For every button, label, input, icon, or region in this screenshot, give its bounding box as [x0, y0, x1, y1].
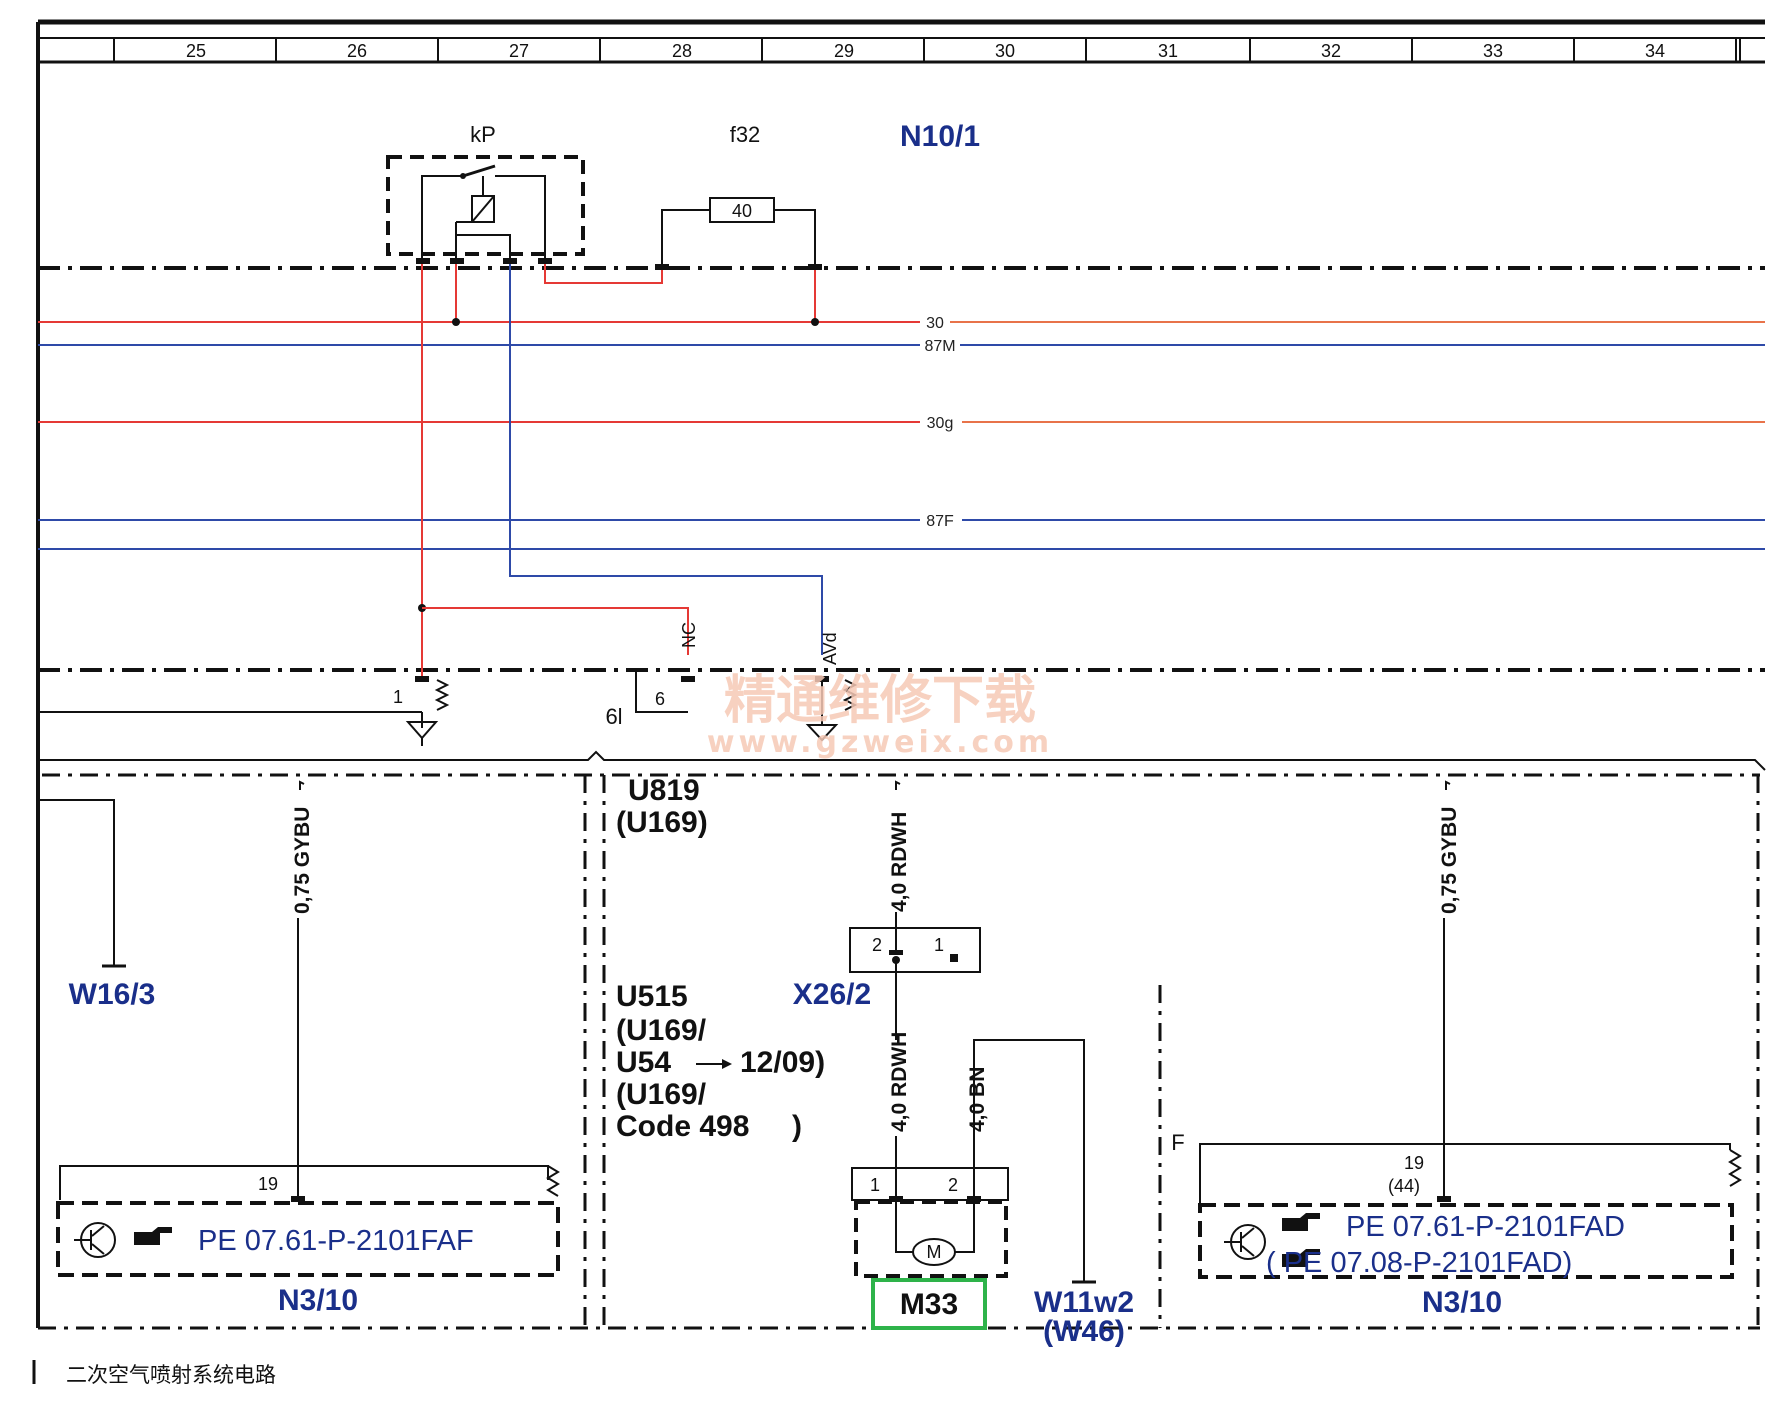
column-28: 28 [672, 41, 692, 61]
code-label: Code 498 [616, 1110, 749, 1143]
fuse-f32: f32 40 [655, 122, 822, 270]
right-gybu-label: 0,75 GYBU [1438, 807, 1461, 914]
figure-caption: 二次空气喷射系统电路 [66, 1363, 276, 1387]
pin-6l: 6l [605, 704, 622, 729]
n3-10-left-label: N3/10 [278, 1284, 358, 1317]
reference-hand-icon [1282, 1213, 1320, 1231]
motor-icon [912, 1238, 956, 1266]
m33-highlight [871, 1278, 987, 1330]
pin-6: 6 [655, 689, 665, 709]
motor-symbol: M [927, 1242, 942, 1262]
bus-30g: 30g [927, 415, 954, 432]
pin-19-left: 19 [258, 1174, 278, 1194]
pe-right-1[interactable]: PE 07.61-P-2101FAD [1346, 1211, 1625, 1243]
reference-hand-icon [134, 1227, 172, 1245]
pin-1: 1 [393, 687, 403, 707]
avd-label: AVd [820, 632, 840, 665]
bus-87m: 87M [924, 338, 955, 355]
f-label: F [1171, 1130, 1184, 1155]
n3-10-left: 0,75 GYBU 19 PE 07.61-P-2101FAF N3/10 [56, 780, 560, 1317]
watermark-line-1: 精通维修下载 [724, 670, 1036, 731]
relay-kp: kP [386, 122, 585, 264]
column-32: 32 [1321, 41, 1341, 61]
w46-label: (W46) [1043, 1315, 1125, 1348]
watermark: 精通维修下载 www.gzweix.com [707, 670, 1053, 760]
nc-label: NC [679, 622, 699, 648]
motor-circuit: 4,0 RDWH 2 1 X26/2 4,0 RDWH 4,0 BN 1 2 M… [793, 780, 1134, 1348]
u169-label-a: (U169) [616, 806, 708, 839]
fuse-label: f32 [730, 122, 761, 147]
u819-label: U819 [628, 774, 700, 807]
x26-2-label: X26/2 [793, 978, 871, 1011]
u169-label-c: (U169/ [616, 1078, 707, 1111]
column-26: 26 [347, 41, 367, 61]
column-33: 33 [1483, 41, 1503, 61]
bn-label: 4,0 BN [966, 1067, 989, 1132]
watermark-line-2: www.gzweix.com [707, 725, 1053, 760]
variant-notes: U819 (U169) U515 (U169/ U54 12/09) (U169… [616, 774, 825, 1143]
column-25: 25 [186, 41, 206, 61]
u54-date: 12/09) [740, 1046, 825, 1079]
column-29: 29 [834, 41, 854, 61]
column-30: 30 [995, 41, 1015, 61]
u169-label-b: (U169/ [616, 1014, 707, 1047]
bus-lines: 30 87M 30g 87F [38, 315, 1765, 550]
column-31: 31 [1158, 41, 1178, 61]
m33-pin-1: 1 [870, 1175, 880, 1195]
arrow-right-icon [722, 1059, 732, 1069]
module-n10-1: N10/1 [900, 120, 980, 153]
reference-hand-icon [1282, 1249, 1320, 1267]
column-header: 25 26 27 28 29 30 31 32 33 34 [36, 19, 1765, 1328]
rdwh-top-label: 4,0 RDWH [888, 812, 911, 912]
bus-30: 30 [926, 315, 944, 332]
pe-left[interactable]: PE 07.61-P-2101FAF [198, 1225, 474, 1257]
ground-w16-3: W16/3 [38, 799, 156, 1011]
u515-label: U515 [616, 980, 688, 1013]
fuse-value: 40 [732, 201, 752, 221]
n3-10-right: F 0,75 GYBU 19 (44) PE 07.61-P-2101FAD (… [1171, 780, 1742, 1319]
x26-pin-1: 1 [934, 935, 944, 955]
column-34: 34 [1645, 41, 1665, 61]
lower-frame [38, 750, 1766, 1330]
m33-pin-2: 2 [948, 1175, 958, 1195]
w11w2-label: W11w2 [1034, 1286, 1134, 1319]
u54-label: U54 [616, 1046, 671, 1079]
relay-label: kP [470, 122, 496, 147]
bus-87f: 87F [926, 513, 954, 530]
left-gybu-label: 0,75 GYBU [291, 807, 314, 914]
w16-3-label: W16/3 [69, 978, 156, 1011]
x26-pin-2: 2 [872, 935, 882, 955]
relay-wiring: NC AVd [418, 264, 840, 680]
m33-label: M33 [900, 1288, 958, 1321]
lower-connectors: 1 6 6l [38, 672, 858, 746]
column-27: 27 [509, 41, 529, 61]
n3-10-right-label: N3/10 [1422, 1286, 1502, 1319]
rdwh-bottom-label: 4,0 RDWH [888, 1032, 911, 1132]
pin-44: (44) [1388, 1176, 1420, 1196]
pe-right-2[interactable]: ( PE 07.08-P-2101FAD) [1266, 1247, 1572, 1279]
code-close: ) [792, 1110, 802, 1143]
pin-19-right: 19 [1404, 1153, 1424, 1173]
